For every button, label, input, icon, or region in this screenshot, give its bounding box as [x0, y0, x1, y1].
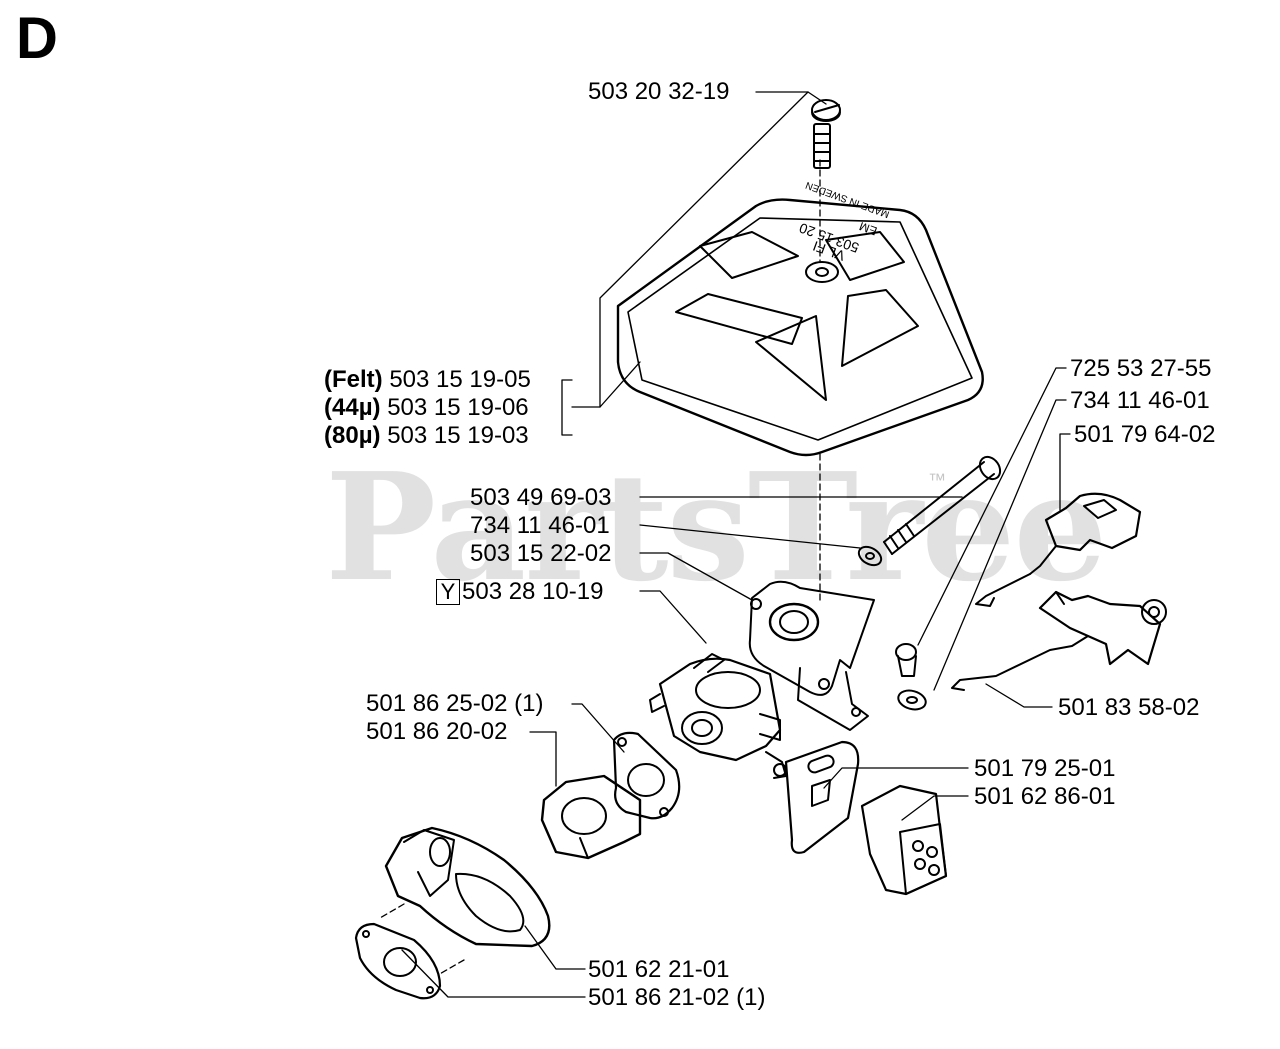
carburetor	[649, 653, 787, 779]
label-filter-44-tag: (44µ)	[324, 394, 381, 421]
label-gasket-2: 501 86 21-02 (1)	[588, 984, 766, 1011]
label-filter-44-number: 503 15 19-06	[387, 394, 529, 421]
svg-text:EM: EM	[857, 219, 879, 238]
label-intake: 501 86 20-02	[366, 718, 508, 745]
label-screw-top: 503 20 32-19	[588, 78, 730, 105]
label-filter-felt-number: 503 15 19-05	[389, 366, 531, 393]
label-filter-80-number: 503 15 19-03	[387, 422, 529, 449]
carburetor-mark: Y	[436, 579, 460, 605]
label-gasket-1: 501 86 25-02 (1)	[366, 690, 544, 717]
label-small-screw: 725 53 27-55	[1070, 355, 1212, 382]
top-screw	[811, 99, 841, 169]
label-filter-80-tag: (80µ)	[324, 422, 381, 449]
label-carburetor-number: 503 28 10-19	[462, 578, 604, 605]
label-throttle-link: 501 83 58-02	[1058, 694, 1200, 721]
label-filter-felt-tag: (Felt)	[324, 366, 383, 393]
label-bolt: 503 49 69-03	[470, 484, 612, 511]
small-washer	[897, 689, 927, 711]
label-filter-80: (80µ) 503 15 19-03	[324, 422, 529, 450]
long-bolt	[883, 455, 1002, 555]
label-washer: 734 11 46-01	[470, 512, 610, 539]
watermark-trademark: ™	[928, 470, 946, 490]
label-plate: 501 79 25-01	[974, 755, 1116, 782]
label-small-washer: 734 11 46-01	[1070, 387, 1210, 414]
label-holder: 503 15 22-02	[470, 540, 612, 567]
label-cover-plate: 501 62 21-01	[588, 956, 730, 983]
section-letter: D	[16, 6, 58, 71]
air-filter-cover	[616, 198, 984, 457]
choke-lever	[975, 492, 1142, 607]
throttle-linkage	[951, 590, 1167, 691]
gasket-2	[354, 922, 442, 1000]
carburetor-holder	[748, 580, 875, 731]
label-rubber: 501 62 86-01	[974, 783, 1116, 810]
plate	[784, 740, 860, 854]
washer	[857, 545, 883, 567]
intake-elbow	[540, 774, 642, 860]
rubber-block	[860, 784, 948, 896]
label-filter-felt: (Felt) 503 15 19-05	[324, 366, 531, 394]
small-screw	[895, 643, 917, 677]
svg-text:MADE IN SWEDEN: MADE IN SWEDEN	[804, 179, 891, 220]
gasket-1	[612, 731, 681, 820]
intake-cover-plate	[384, 826, 551, 948]
label-filter-44: (44µ) 503 15 19-06	[324, 394, 529, 422]
label-choke: 501 79 64-02	[1074, 421, 1216, 448]
